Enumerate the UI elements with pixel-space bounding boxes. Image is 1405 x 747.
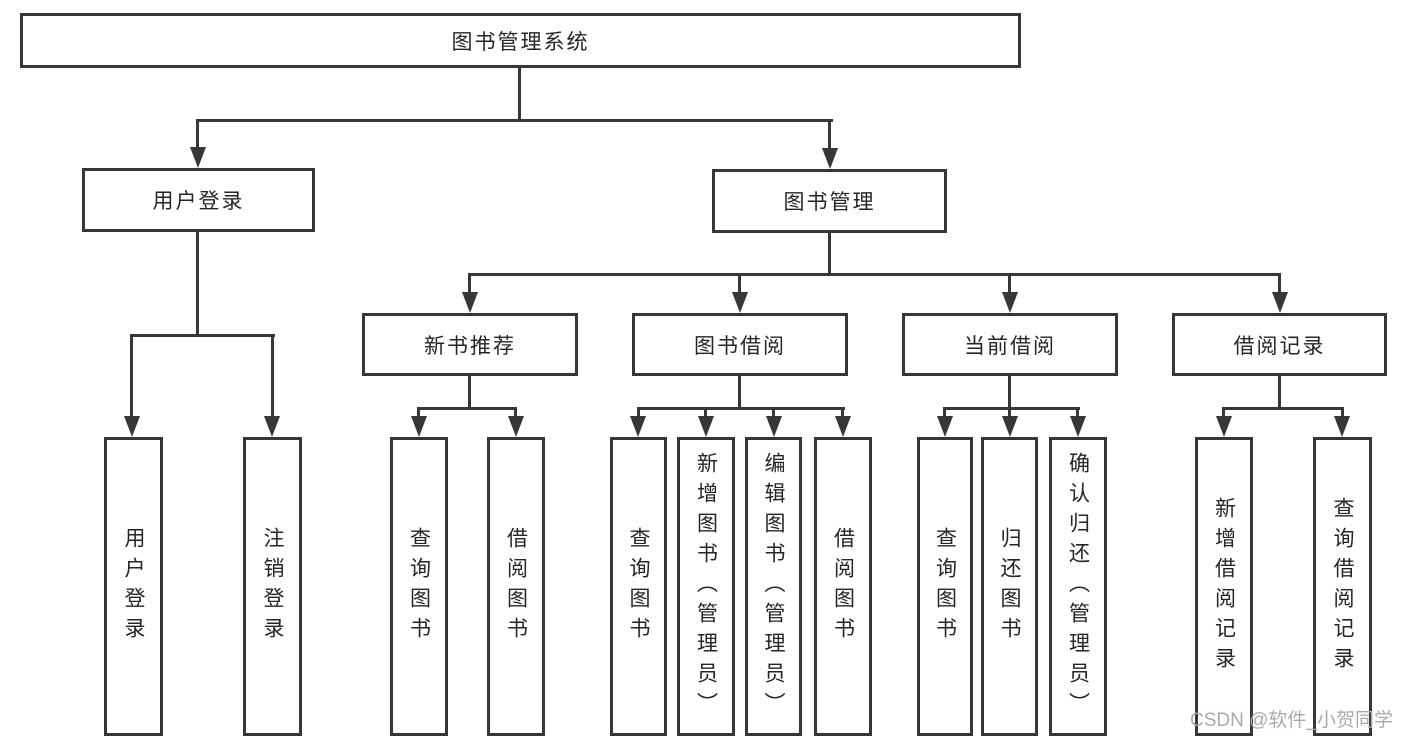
arrowhead bbox=[264, 416, 280, 437]
node-user-login: 用户登录 bbox=[82, 168, 315, 232]
node-book-management-label: 图书管理 bbox=[783, 191, 876, 214]
connector-line bbox=[828, 233, 831, 276]
arrowhead bbox=[1002, 292, 1018, 313]
node-borrow-records: 借阅记录 bbox=[1172, 313, 1387, 376]
connector-line bbox=[1278, 376, 1281, 410]
leaf-user-login: 用户登录 bbox=[104, 437, 163, 736]
node-book-management: 图书管理 bbox=[712, 169, 947, 233]
leaf-query-books-recommend-label: 查询图书 bbox=[407, 526, 431, 647]
arrowhead bbox=[1216, 416, 1232, 437]
leaf-query-books-current: 查询图书 bbox=[917, 437, 973, 736]
connector-line bbox=[772, 407, 775, 419]
connector-line bbox=[417, 407, 517, 410]
leaf-borrow-books-recommend-label: 借阅图书 bbox=[504, 526, 528, 647]
node-root-label: 图书管理系统 bbox=[451, 30, 590, 54]
connector-line bbox=[1341, 407, 1344, 419]
leaf-edit-books-admin-label: 编辑图书（管理员） bbox=[762, 451, 785, 722]
leaf-borrow-books: 借阅图书 bbox=[814, 437, 872, 736]
arrowhead bbox=[1334, 416, 1350, 437]
connector-line bbox=[943, 407, 946, 419]
watermark: CSDN @软件_小贺同学 bbox=[1190, 710, 1393, 731]
arrowhead bbox=[1002, 416, 1018, 437]
node-book-borrow: 图书借阅 bbox=[632, 313, 848, 376]
leaf-logout-label: 注销登录 bbox=[261, 526, 284, 647]
arrowhead bbox=[630, 416, 646, 437]
connector-line bbox=[1008, 407, 1011, 419]
arrowhead bbox=[698, 416, 714, 437]
leaf-add-books-admin: 新增图书（管理员） bbox=[677, 437, 735, 736]
arrowhead bbox=[411, 416, 427, 437]
leaf-query-books-current-label: 查询图书 bbox=[933, 526, 957, 647]
arrowhead bbox=[822, 148, 838, 169]
connector-line bbox=[738, 376, 741, 410]
connector-line bbox=[1278, 273, 1281, 295]
connector-line bbox=[828, 119, 831, 150]
arrowhead bbox=[835, 416, 851, 437]
arrowhead bbox=[190, 147, 206, 168]
connector-line bbox=[514, 407, 517, 419]
connector-line bbox=[1076, 407, 1079, 419]
node-borrow-records-label: 借阅记录 bbox=[1233, 334, 1326, 358]
leaf-return-books: 归还图书 bbox=[981, 437, 1038, 736]
connector-line bbox=[1008, 273, 1011, 295]
connector-line bbox=[518, 68, 521, 122]
connector-line bbox=[468, 273, 1281, 276]
connector-line bbox=[1222, 407, 1225, 419]
leaf-logout: 注销登录 bbox=[243, 437, 302, 736]
connector-line bbox=[196, 119, 199, 150]
arrowhead bbox=[937, 416, 953, 437]
leaf-confirm-return-admin: 确认归还（管理员） bbox=[1049, 437, 1107, 736]
arrowhead bbox=[462, 292, 478, 313]
arrowhead bbox=[766, 416, 782, 437]
connector-line bbox=[1222, 407, 1344, 410]
connector-line bbox=[468, 273, 471, 295]
connector-line bbox=[271, 334, 274, 419]
connector-line bbox=[468, 376, 471, 410]
leaf-borrow-books-label: 借阅图书 bbox=[831, 526, 855, 647]
leaf-add-borrow-record: 新增借阅记录 bbox=[1195, 437, 1253, 736]
leaf-borrow-books-recommend: 借阅图书 bbox=[487, 437, 545, 736]
arrowhead bbox=[508, 416, 524, 437]
arrowhead bbox=[124, 416, 140, 437]
node-root: 图书管理系统 bbox=[20, 13, 1021, 68]
leaf-return-books-label: 归还图书 bbox=[998, 526, 1021, 647]
connector-line bbox=[1008, 376, 1011, 410]
connector-line bbox=[197, 119, 833, 122]
node-user-login-label: 用户登录 bbox=[152, 190, 245, 213]
connector-line bbox=[704, 407, 707, 419]
connector-line bbox=[130, 334, 133, 419]
arrowhead bbox=[1272, 292, 1288, 313]
arrowhead bbox=[1070, 416, 1086, 437]
node-new-book-recommend-label: 新书推荐 bbox=[424, 334, 516, 358]
leaf-query-books-borrow-label: 查询图书 bbox=[627, 526, 650, 647]
leaf-query-books-recommend: 查询图书 bbox=[390, 437, 448, 736]
connector-line bbox=[841, 407, 844, 419]
node-new-book-recommend: 新书推荐 bbox=[362, 313, 578, 376]
leaf-edit-books-admin: 编辑图书（管理员） bbox=[745, 437, 802, 736]
leaf-add-borrow-record-label: 新增借阅记录 bbox=[1212, 496, 1236, 677]
connector-line bbox=[637, 407, 640, 419]
connector-line bbox=[637, 407, 845, 410]
arrowhead bbox=[732, 292, 748, 313]
connector-line bbox=[943, 407, 1080, 410]
connector-line bbox=[738, 273, 741, 295]
node-current-borrow-label: 当前借阅 bbox=[964, 334, 1056, 358]
node-current-borrow: 当前借阅 bbox=[902, 313, 1118, 376]
connector-line bbox=[417, 407, 420, 419]
leaf-user-login-label: 用户登录 bbox=[122, 526, 145, 647]
node-book-borrow-label: 图书借阅 bbox=[694, 334, 786, 358]
connector-line bbox=[196, 232, 199, 337]
leaf-query-borrow-record-label: 查询借阅记录 bbox=[1331, 496, 1354, 677]
leaf-confirm-return-admin-label: 确认归还（管理员） bbox=[1066, 451, 1090, 722]
connector-line bbox=[131, 334, 275, 337]
leaf-query-books-borrow: 查询图书 bbox=[610, 437, 667, 736]
leaf-add-books-admin-label: 新增图书（管理员） bbox=[694, 451, 718, 722]
leaf-query-borrow-record: 查询借阅记录 bbox=[1313, 437, 1372, 736]
